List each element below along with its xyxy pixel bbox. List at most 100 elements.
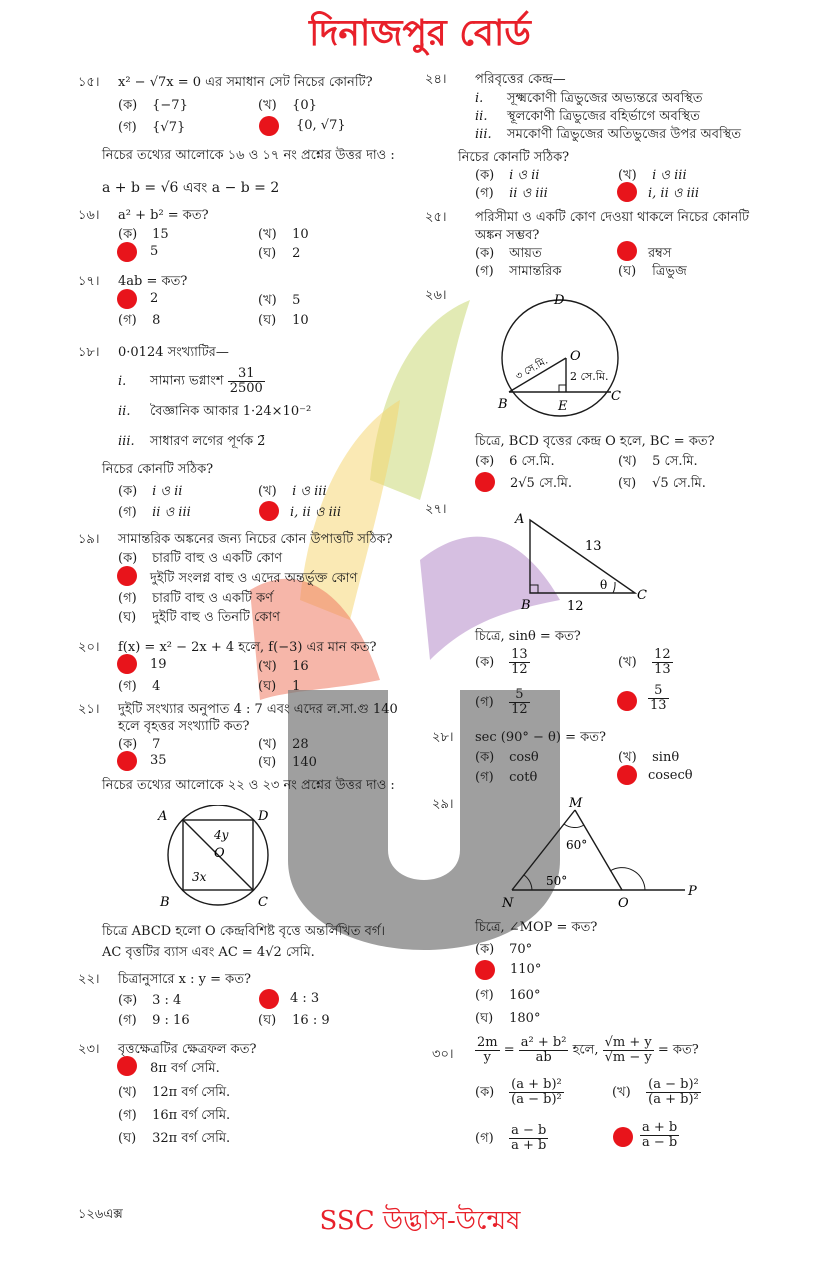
- q23-option[interactable]: 8π বর্গ সেমি.: [150, 1061, 220, 1076]
- angle-arc-m: [563, 823, 585, 829]
- q26-option[interactable]: (ক) 6 সে.মি.: [475, 454, 555, 469]
- q22-option[interactable]: (ঘ) 16 : 9: [258, 1013, 330, 1028]
- q18-option[interactable]: (ক) i ও ii: [118, 484, 183, 499]
- q18-number: ১৮।: [78, 345, 100, 360]
- q29-option[interactable]: (ঘ) 180°: [475, 1011, 541, 1026]
- q23-option[interactable]: (খ) 12π বর্গ সেমি.: [118, 1085, 231, 1100]
- q15-option[interactable]: (গ) {√7}: [118, 120, 186, 135]
- q16-option[interactable]: (ঘ) 2: [258, 246, 301, 261]
- q19-option[interactable]: (গ) চারটি বাহু ও একটি কর্ণ: [118, 591, 274, 606]
- q21-option[interactable]: 35: [150, 753, 167, 768]
- q30-option[interactable]: (ক) (a + b)²(a − b)²: [475, 1077, 564, 1107]
- q20-option[interactable]: 19: [150, 657, 167, 672]
- q25-option[interactable]: (ক) আয়ত: [475, 246, 542, 261]
- q28-option[interactable]: (খ) sinθ: [618, 750, 680, 765]
- label-c: C: [637, 588, 647, 603]
- answer-mark: [617, 765, 637, 785]
- q28-option[interactable]: cosecθ: [648, 768, 693, 783]
- q18-option[interactable]: (গ) ii ও iii: [118, 505, 191, 520]
- q24-option[interactable]: i, ii ও iii: [648, 186, 700, 201]
- q26-option[interactable]: (খ) 5 সে.মি.: [618, 454, 698, 469]
- q24-text: পরিবৃত্তের কেন্দ্র—: [475, 72, 566, 87]
- q16-option[interactable]: 5: [150, 244, 159, 259]
- answer-mark: [617, 182, 637, 202]
- side-nm: [511, 809, 576, 891]
- q16-option[interactable]: (ক) 15: [118, 227, 169, 242]
- q17-option[interactable]: (গ) 8: [118, 313, 161, 328]
- q15-option[interactable]: (ক) {−7}: [118, 98, 188, 113]
- q17-option[interactable]: 2: [150, 291, 159, 306]
- circle: [167, 805, 269, 906]
- q25-option[interactable]: (ঘ) ত্রিভুজ: [618, 264, 687, 279]
- q22-option[interactable]: (ক) 3 : 4: [118, 993, 182, 1008]
- q23-option[interactable]: (গ) 16π বর্গ সেমি.: [118, 1108, 231, 1123]
- q22-option[interactable]: 4 : 3: [290, 991, 320, 1006]
- q29-option[interactable]: 110°: [510, 962, 542, 977]
- q18-option[interactable]: i, ii ও iii: [290, 505, 342, 520]
- q20-option[interactable]: (গ) 4: [118, 679, 161, 694]
- q15-option[interactable]: (খ) {0}: [258, 98, 317, 113]
- q20-option[interactable]: (ঘ) 1: [258, 679, 301, 694]
- label-b: B: [520, 598, 531, 613]
- q25-option[interactable]: রম্বস: [648, 246, 672, 261]
- q21-option[interactable]: (ক) 7: [118, 737, 161, 752]
- page-number: ১২৬এক্স: [78, 1207, 123, 1222]
- q26-option[interactable]: 2√5 সে.মি.: [510, 476, 573, 491]
- angle-60: 60°: [566, 838, 587, 852]
- label-b: B: [497, 397, 508, 412]
- q17-option[interactable]: (খ) 5: [258, 293, 301, 308]
- label-o: O: [618, 896, 629, 910]
- q15-text: x² − √7x = 0 এর সমাধান সেট নিচের কোনটি?: [118, 75, 373, 90]
- q20-option[interactable]: (খ) 16: [258, 659, 309, 674]
- triangle-exterior-angle-figure: M N O P 60° 50°: [501, 796, 697, 910]
- q19-option[interactable]: দুইটি সংলগ্ন বাহু ও এদের অন্তর্ভুক্ত কোণ: [150, 571, 358, 586]
- q24-option[interactable]: (গ) ii ও iii: [475, 186, 548, 201]
- right-angle-mark: [529, 584, 539, 594]
- q22-option[interactable]: (গ) 9 : 16: [118, 1013, 190, 1028]
- q25-text-cont: অঙ্কন সম্ভব?: [475, 228, 540, 243]
- label-d: D: [553, 293, 565, 308]
- q15-option[interactable]: {0, √7}: [296, 118, 346, 133]
- q28-option[interactable]: (গ) cotθ: [475, 770, 538, 785]
- q21-text: দুইটি সংখ্যার অনুপাত 4 : 7 এবং এদের ল.সা…: [118, 702, 398, 717]
- label-d: D: [257, 809, 269, 824]
- height-length: 2 সে.মি.: [570, 370, 608, 383]
- q28-option[interactable]: (ক) cosθ: [475, 750, 539, 765]
- q30-option[interactable]: (খ) (a − b)²(a + b)²: [612, 1077, 701, 1107]
- q29-option[interactable]: (গ) 160°: [475, 988, 541, 1003]
- hypotenuse-length: 13: [585, 539, 602, 554]
- q26-option[interactable]: (ঘ) √5 সে.মি.: [618, 476, 706, 491]
- q17-number: ১৭।: [78, 274, 100, 289]
- q21-option[interactable]: (খ) 28: [258, 737, 309, 752]
- q24-prompt: নিচের কোনটি সঠিক?: [458, 150, 570, 165]
- right-triangle-figure: A B C 13 12 θ: [514, 512, 647, 614]
- label-o: O: [214, 846, 225, 861]
- q19-option[interactable]: (ঘ) দুইটি বাহু ও তিনটি কোণ: [118, 610, 280, 625]
- q24-option[interactable]: (খ) i ও iii: [618, 168, 687, 183]
- q24-statement-ii: ii.স্থূলকোণী ত্রিভুজের বহির্ভাগে অবস্থিত: [475, 109, 700, 124]
- q23-option[interactable]: (ঘ) 32π বর্গ সেমি.: [118, 1131, 231, 1146]
- q21-option[interactable]: (ঘ) 140: [258, 755, 317, 770]
- q18-option[interactable]: (খ) i ও iii: [258, 484, 327, 499]
- q24-option[interactable]: (ক) i ও ii: [475, 168, 540, 183]
- side-mo: [574, 809, 623, 891]
- q17-option[interactable]: (ঘ) 10: [258, 313, 309, 328]
- q19-option[interactable]: (ক) চারটি বাহু ও একটি কোণ: [118, 551, 283, 566]
- label-o: O: [570, 349, 581, 364]
- q16-option[interactable]: (খ) 10: [258, 227, 309, 242]
- q29-option[interactable]: (ক) 70°: [475, 942, 533, 957]
- q25-option[interactable]: (গ) সামান্তরিক: [475, 264, 562, 279]
- q22-number: ২২।: [78, 972, 100, 987]
- q19-number: ১৯।: [78, 532, 100, 547]
- angle-theta: θ: [600, 578, 607, 592]
- triangle-abc: [529, 518, 638, 594]
- figure-caption: চিত্রে ABCD হলো O কেন্দ্রবিশিষ্ট বৃত্তে …: [102, 924, 385, 939]
